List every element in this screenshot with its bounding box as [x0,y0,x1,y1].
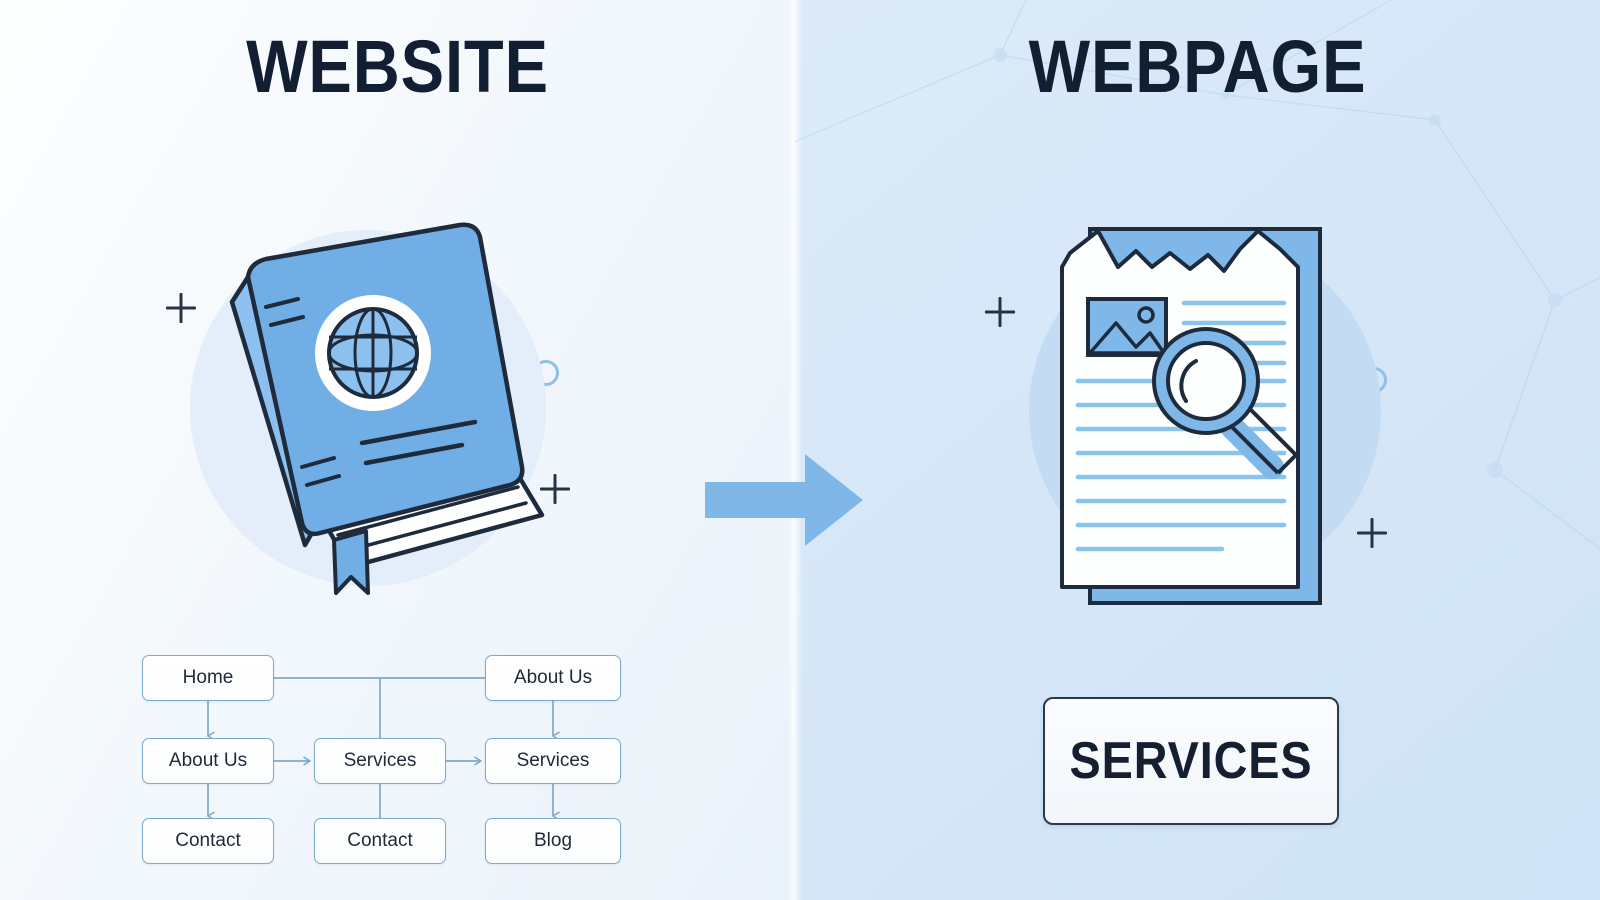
sitemap-node-contact-1[interactable]: Contact [142,818,274,864]
sitemap-node-about-1[interactable]: About Us [142,738,274,784]
sitemap-node-label: Services [516,750,590,771]
transition-arrow-icon [705,452,865,548]
sitemap-node-about-2[interactable]: About Us [485,655,621,701]
book-title-rules [359,419,478,466]
services-card-label: SERVICES [1069,732,1313,790]
panel-divider [788,0,802,900]
sitemap-node-services-1[interactable]: Services [314,738,446,784]
sitemap-node-label: Contact [175,830,241,851]
page-title-webpage: WEBPAGE [1028,25,1367,108]
globe-icon [315,295,431,411]
sitemap-node-home[interactable]: Home [142,655,274,701]
sitemap-node-blog[interactable]: Blog [485,818,621,864]
sitemap-node-label: Contact [347,830,413,851]
sitemap-node-label: About Us [168,750,248,771]
sitemap-node-label: Blog [533,830,573,851]
website-sitemap-diagram: Home About Us Contact Services Contact A… [130,640,650,880]
sitemap-node-label: Services [343,750,417,771]
sitemap-node-services-2[interactable]: Services [485,738,621,784]
magnifier-icon [1152,327,1298,479]
page-title-website: WEBSITE [246,25,549,108]
webpage-document-illustration [1000,215,1400,615]
image-placeholder-icon [1086,297,1168,357]
sitemap-node-contact-2[interactable]: Contact [314,818,446,864]
sitemap-node-label: Home [182,667,234,688]
bookmark-ribbon-icon [332,529,370,595]
services-page-card[interactable]: SERVICES [1043,697,1339,825]
sitemap-node-label: About Us [513,667,593,688]
website-book-illustration [170,215,570,605]
